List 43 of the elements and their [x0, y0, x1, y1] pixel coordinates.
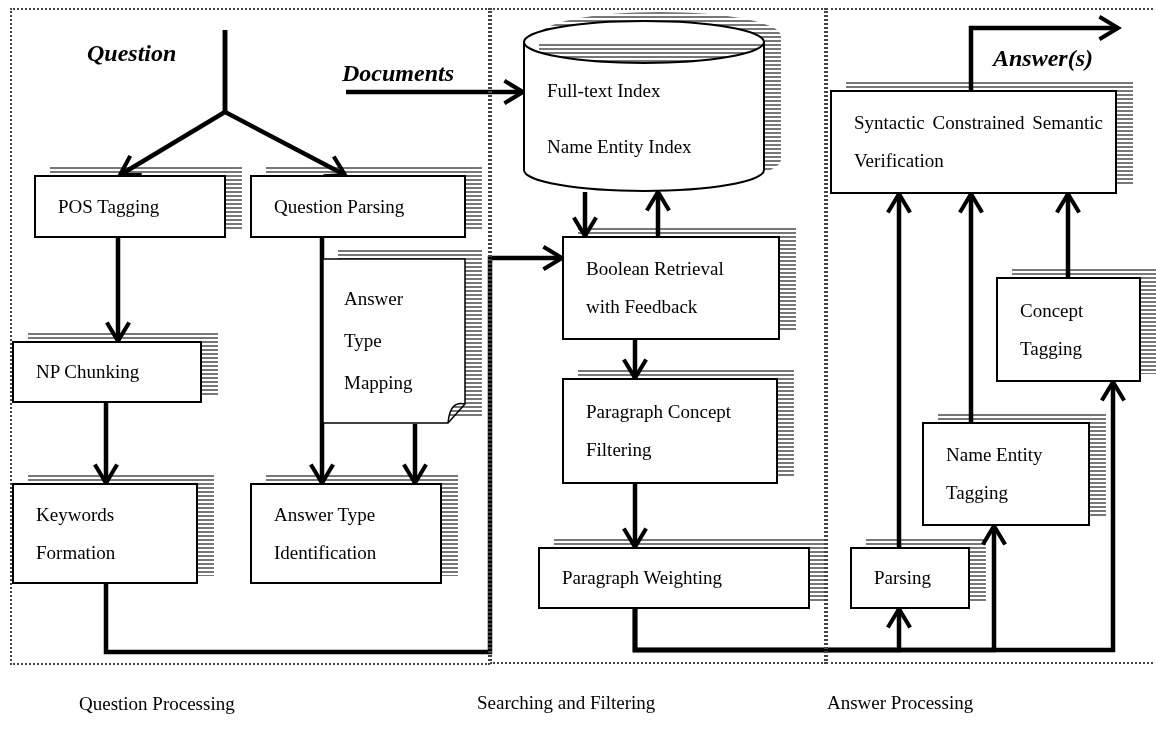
arrow — [644, 189, 672, 236]
arrow — [92, 403, 120, 486]
box-label: Question Parsing — [274, 194, 406, 219]
box-label: POS Tagging — [58, 194, 161, 219]
panel-title: Answer Processing — [827, 692, 974, 714]
box-label: Name Entity Index — [547, 135, 693, 159]
process-box — [250, 483, 442, 584]
flow-label: Documents — [342, 60, 454, 87]
box-label: Concept Tagging — [1020, 298, 1085, 361]
flow-label: Question — [87, 40, 177, 67]
arrow — [968, 14, 1121, 90]
process-box — [562, 236, 780, 340]
process-box — [250, 175, 466, 238]
arrow — [104, 238, 132, 344]
panel-title: Question Processing — [79, 693, 235, 715]
flow-label: Answer(s) — [993, 45, 1094, 72]
arrow — [308, 238, 336, 486]
box-label: NP Chunking — [36, 360, 141, 384]
panel-title: Searching and Filtering — [477, 692, 656, 714]
box-label: Paragraph Concept Filtering — [586, 400, 733, 462]
process-box — [538, 547, 810, 609]
arrow — [401, 424, 429, 486]
box-label: Full-text Index — [547, 79, 662, 103]
process-box — [850, 547, 970, 609]
box-label: Answer Type Mapping — [344, 287, 414, 395]
process-box — [562, 378, 778, 484]
arrow — [621, 484, 649, 550]
box-label: Boolean Retrieval with Feedback — [586, 257, 725, 319]
process-box — [996, 277, 1141, 382]
arrow — [571, 192, 599, 239]
process-box — [34, 175, 226, 238]
box-label: Keywords Formation — [36, 502, 117, 565]
box-label: Syntactic Constrained Semantic Verification — [854, 111, 1103, 173]
process-box — [12, 341, 202, 403]
arrow — [621, 340, 649, 381]
process-box — [830, 90, 1117, 194]
process-box — [12, 483, 198, 584]
box-label: Answer Type Identification — [274, 502, 378, 565]
box-label: Paragraph Weighting — [562, 566, 724, 590]
arrow — [346, 78, 526, 106]
box-label: Parsing — [874, 566, 932, 590]
process-box — [922, 422, 1090, 526]
box-label: Name Entity Tagging — [946, 443, 1044, 505]
